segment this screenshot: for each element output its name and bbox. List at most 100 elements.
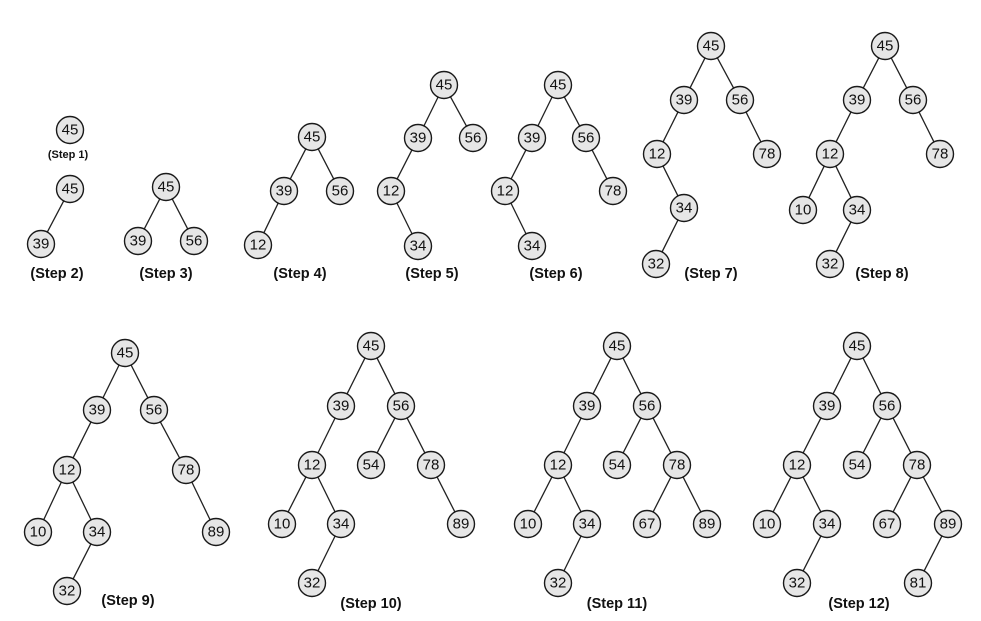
tree-node-step5-56: 56 bbox=[458, 123, 488, 153]
node-circle bbox=[812, 391, 842, 421]
node-circle bbox=[872, 509, 902, 539]
node-value: 56 bbox=[905, 91, 922, 108]
tree-node-step10-78: 78 bbox=[416, 450, 446, 480]
node-value: 39 bbox=[333, 397, 350, 414]
node-circle bbox=[82, 517, 112, 547]
edge-step7-45-39 bbox=[689, 57, 706, 89]
node-circle bbox=[243, 230, 273, 260]
node-circle bbox=[602, 331, 632, 361]
edge-step7-39-12 bbox=[662, 111, 679, 143]
tree-node-step7-32: 32 bbox=[641, 249, 671, 279]
edge-step8-56-78 bbox=[918, 111, 935, 143]
edge-step10-34-32 bbox=[317, 535, 336, 572]
node-value: 45 bbox=[609, 337, 626, 354]
edge-step10-39-12 bbox=[317, 417, 336, 454]
node-value: 32 bbox=[550, 574, 567, 591]
edge-step5-39-12 bbox=[396, 149, 413, 180]
tree-node-step8-39: 39 bbox=[842, 85, 872, 115]
tree-node-step11-45: 45 bbox=[602, 331, 632, 361]
tree-node-step8-45: 45 bbox=[870, 31, 900, 61]
node-value: 54 bbox=[849, 456, 866, 473]
edge-step8-34-32 bbox=[835, 221, 852, 253]
tree-node-step7-56: 56 bbox=[725, 85, 755, 115]
node-circle bbox=[782, 568, 812, 598]
tree-edges bbox=[43, 57, 943, 580]
edge-step5-12-34 bbox=[396, 202, 413, 235]
node-value: 34 bbox=[524, 237, 541, 254]
edge-step12-89-81 bbox=[923, 535, 943, 572]
node-value: 78 bbox=[909, 456, 926, 473]
tree-node-step12-39: 39 bbox=[812, 391, 842, 421]
edge-step12-34-32 bbox=[802, 535, 822, 572]
edge-step7-56-78 bbox=[745, 111, 762, 143]
node-value: 39 bbox=[579, 397, 596, 414]
tree-node-step10-45: 45 bbox=[356, 331, 386, 361]
edge-step8-12-10 bbox=[808, 165, 825, 199]
node-value: 67 bbox=[639, 515, 656, 532]
node-circle bbox=[356, 331, 386, 361]
node-value: 45 bbox=[877, 37, 894, 54]
node-value: 56 bbox=[732, 91, 749, 108]
node-value: 54 bbox=[609, 456, 626, 473]
tree-node-step3-56: 56 bbox=[179, 226, 209, 256]
node-circle bbox=[925, 139, 955, 169]
tree-node-step9-39: 39 bbox=[82, 395, 112, 425]
edge-step12-12-34 bbox=[802, 476, 822, 513]
node-circle bbox=[692, 509, 722, 539]
node-value: 10 bbox=[30, 523, 47, 540]
edge-step9-45-39 bbox=[102, 364, 120, 399]
edge-step12-45-56 bbox=[862, 357, 882, 395]
node-value: 12 bbox=[383, 182, 400, 199]
node-value: 56 bbox=[146, 401, 163, 418]
node-value: 39 bbox=[89, 401, 106, 418]
node-value: 89 bbox=[940, 515, 957, 532]
node-value: 56 bbox=[332, 182, 349, 199]
edge-step10-12-10 bbox=[287, 476, 307, 513]
node-value: 54 bbox=[363, 456, 380, 473]
node-circle bbox=[23, 517, 53, 547]
node-value: 45 bbox=[849, 337, 866, 354]
node-value: 81 bbox=[910, 574, 927, 591]
edge-step9-34-32 bbox=[72, 543, 92, 580]
edge-step2-45-39 bbox=[46, 200, 65, 233]
node-circle bbox=[725, 85, 755, 115]
node-circle bbox=[543, 70, 573, 100]
node-circle bbox=[326, 391, 356, 421]
node-value: 34 bbox=[849, 201, 866, 218]
node-circle bbox=[870, 31, 900, 61]
tree-node-step11-12: 12 bbox=[543, 450, 573, 480]
edge-step7-12-34 bbox=[662, 165, 679, 197]
tree-node-step11-78: 78 bbox=[662, 450, 692, 480]
step-labels: (Step 1)(Step 2)(Step 3)(Step 4)(Step 5)… bbox=[30, 149, 908, 612]
node-value: 39 bbox=[819, 397, 836, 414]
node-circle bbox=[26, 229, 56, 259]
edge-step11-78-67 bbox=[652, 476, 672, 513]
node-value: 39 bbox=[524, 129, 541, 146]
tree-node-step7-78: 78 bbox=[752, 139, 782, 169]
node-value: 45 bbox=[62, 121, 79, 138]
tree-node-step9-32: 32 bbox=[52, 576, 82, 606]
node-value: 45 bbox=[550, 76, 567, 93]
node-value: 32 bbox=[648, 255, 665, 272]
edge-step11-45-39 bbox=[592, 357, 612, 395]
tree-node-step11-89: 89 bbox=[692, 509, 722, 539]
node-value: 89 bbox=[453, 515, 470, 532]
tree-node-step11-32: 32 bbox=[543, 568, 573, 598]
edge-step9-39-12 bbox=[72, 421, 92, 459]
node-value: 32 bbox=[59, 582, 76, 599]
tree-node-step11-39: 39 bbox=[572, 391, 602, 421]
tree-node-step3-45: 45 bbox=[151, 172, 181, 202]
edge-step11-39-12 bbox=[563, 417, 582, 454]
node-value: 78 bbox=[932, 145, 949, 162]
step-label-11: (Step 11) bbox=[587, 596, 648, 612]
node-circle bbox=[598, 176, 628, 206]
tree-node-step8-12: 12 bbox=[815, 139, 845, 169]
node-value: 56 bbox=[578, 129, 595, 146]
node-circle bbox=[55, 174, 85, 204]
edge-step9-45-56 bbox=[130, 364, 149, 399]
node-circle bbox=[297, 450, 327, 480]
node-value: 56 bbox=[639, 397, 656, 414]
node-value: 34 bbox=[579, 515, 596, 532]
tree-node-step9-78: 78 bbox=[171, 455, 201, 485]
node-circle bbox=[110, 338, 140, 368]
